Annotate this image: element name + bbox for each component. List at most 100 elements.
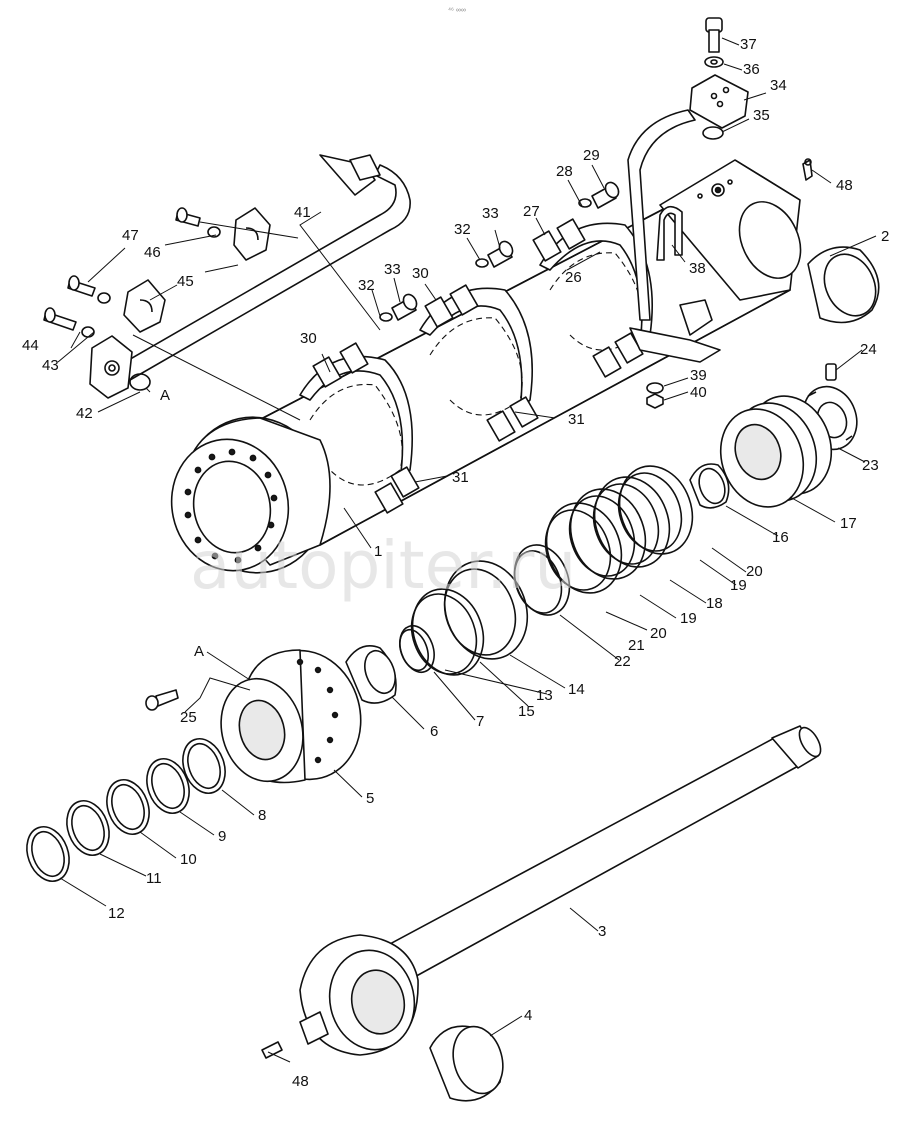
- callout-47: 47: [122, 227, 139, 244]
- callout-28: 28: [556, 163, 573, 180]
- flange-block-44: [89, 335, 133, 399]
- head-bolt-holes: [296, 658, 339, 764]
- bolt-29: [578, 181, 620, 209]
- callout-20a: 20: [746, 563, 763, 580]
- bushing-2: [807, 246, 880, 324]
- leader-lines: [57, 37, 877, 1063]
- bolt-44: [43, 307, 95, 338]
- callout-30b: 30: [412, 265, 429, 282]
- o-ring-42: [129, 373, 151, 391]
- bolt-43: [67, 275, 111, 304]
- u-bolt-38: [656, 205, 683, 261]
- callout-10: 10: [180, 851, 197, 868]
- callout-4: 4: [524, 1007, 532, 1024]
- callout-43: 43: [42, 357, 59, 374]
- callout-37: 37: [740, 36, 757, 53]
- callout-26: 26: [565, 269, 582, 286]
- callout-1: 1: [374, 543, 382, 560]
- callout-labels: 1 2 3 4 5 6 7 8 9 10 11 12 13 14 15 16 1…: [22, 36, 889, 1090]
- callout-19b: 19: [680, 610, 697, 627]
- washer-36: [704, 56, 724, 68]
- callout-19a: 19: [730, 577, 747, 594]
- callout-38: 38: [689, 260, 706, 277]
- callout-12: 12: [108, 905, 125, 922]
- callout-31b: 31: [452, 469, 469, 486]
- clamp-half-45: [123, 279, 166, 333]
- hydraulic-line-upper: [627, 109, 713, 336]
- flange-bolt-holes: [184, 448, 278, 564]
- callout-30a: 30: [300, 330, 317, 347]
- callout-5: 5: [366, 790, 374, 807]
- callout-14: 14: [568, 681, 585, 698]
- callout-17: 17: [840, 515, 857, 532]
- bushing-16: [689, 463, 730, 509]
- callout-22: 22: [614, 653, 631, 670]
- bracket-plate: [629, 327, 721, 363]
- callout-7: 7: [476, 713, 484, 730]
- bolt-37: [705, 17, 723, 53]
- callout-20b: 20: [650, 625, 667, 642]
- grease-fitting-48-top: [802, 158, 813, 181]
- callout-40: 40: [690, 384, 707, 401]
- callout-23: 23: [862, 457, 879, 474]
- block-34: [689, 74, 749, 129]
- corner-mark: ⁴⁶ ∞∞: [448, 7, 466, 14]
- clamp-front: [299, 342, 420, 514]
- callout-A1: A: [160, 387, 170, 404]
- callout-3: 3: [598, 923, 606, 940]
- callout-18: 18: [706, 595, 723, 612]
- bolt-25: [145, 689, 179, 711]
- callout-36: 36: [743, 61, 760, 78]
- callout-24: 24: [860, 341, 877, 358]
- callout-45: 45: [177, 273, 194, 290]
- bushing-4: [429, 1025, 504, 1102]
- callout-46: 46: [144, 244, 161, 261]
- callout-15: 15: [518, 703, 535, 720]
- clamp-half-46: [233, 207, 271, 261]
- grease-fitting-48-bottom: [261, 1041, 283, 1059]
- callout-31a: 31: [568, 411, 585, 428]
- callout-34: 34: [770, 77, 787, 94]
- callout-29: 29: [583, 147, 600, 164]
- set-screw-24: [825, 363, 837, 381]
- bolt-47: [175, 207, 221, 238]
- callout-9: 9: [218, 828, 226, 845]
- callout-21: 21: [628, 637, 645, 654]
- callout-8: 8: [258, 807, 266, 824]
- callout-32a: 32: [358, 277, 375, 294]
- callout-13: 13: [536, 687, 553, 704]
- callout-6: 6: [430, 723, 438, 740]
- callout-11: 11: [146, 870, 162, 887]
- callout-39: 39: [690, 367, 707, 384]
- callout-35: 35: [753, 107, 770, 124]
- callout-41: 41: [294, 204, 311, 221]
- callout-25: 25: [180, 709, 197, 726]
- bolt-33-middle: [475, 240, 514, 268]
- callout-44: 44: [22, 337, 39, 354]
- callout-16: 16: [772, 529, 789, 546]
- nut-39-40: [646, 382, 664, 409]
- bolt-33-front: [379, 293, 418, 322]
- callout-27: 27: [523, 203, 540, 220]
- callout-A2: A: [194, 643, 204, 660]
- callout-33a: 33: [384, 261, 401, 278]
- seal-rings-18-22: [513, 465, 694, 616]
- seal-rings-13-15: [399, 560, 529, 676]
- callout-32b: 32: [454, 221, 471, 238]
- hydraulic-line-41: [119, 154, 411, 381]
- o-ring-35: [702, 126, 724, 140]
- callout-48a: 48: [836, 177, 853, 194]
- clamp-middle: [419, 284, 539, 442]
- piston-rod-3: [299, 725, 822, 1056]
- cylinder-head-5: [220, 649, 362, 784]
- cylinder-barrel: [170, 159, 802, 574]
- piston-17: [719, 395, 833, 508]
- bushing-6: [345, 645, 397, 704]
- seal-rings-8-12: [26, 738, 226, 882]
- callout-48b: 48: [292, 1073, 309, 1090]
- callout-33b: 33: [482, 205, 499, 222]
- callout-42: 42: [76, 405, 93, 422]
- callout-2: 2: [881, 228, 889, 245]
- watermark: autopiter.ru: [190, 527, 576, 604]
